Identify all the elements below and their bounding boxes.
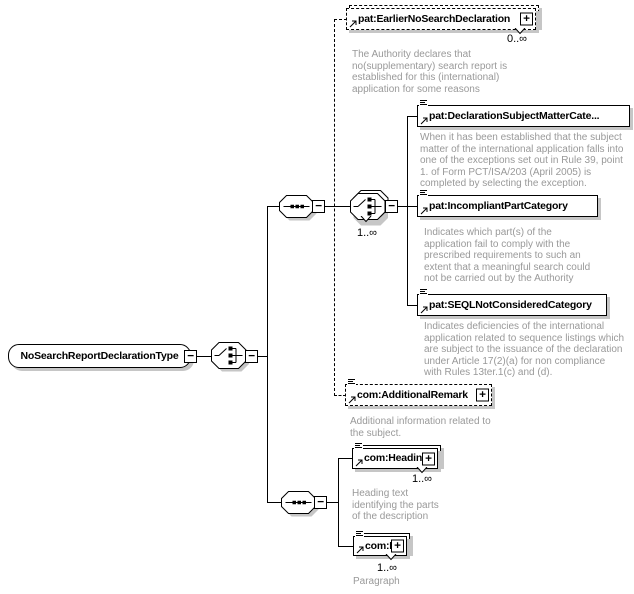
choice-icon — [350, 190, 389, 226]
element-reference-arrow-icon — [349, 19, 358, 28]
inner-choice-cardinality: 1..∞ — [356, 227, 378, 239]
element-earlier-no-search-declaration[interactable]: pat:EarlierNoSearchDeclaration + — [346, 5, 539, 35]
annotation-icon — [354, 442, 364, 453]
connector-bottom-branch-trunk — [338, 458, 339, 547]
connector-optional-trunk — [334, 19, 335, 396]
root-type-box[interactable]: NoSearchReportDeclarationType — [8, 344, 191, 368]
element-label: com:P — [365, 540, 397, 552]
choice-icon — [211, 342, 249, 372]
sequence-icon — [281, 491, 319, 517]
earlier-documentation: The Authority declares that no(supplemen… — [352, 49, 508, 95]
element-heading[interactable]: com:Heading + — [352, 442, 441, 474]
element-seql-not-considered-category[interactable]: pat:SEQLNotConsideredCategory — [417, 288, 607, 316]
connector-to-subject-matter — [407, 116, 417, 117]
connector-root-to-choice — [197, 356, 212, 357]
annotation-icon — [355, 530, 365, 541]
heading-documentation: Heading text identifying the parts of th… — [352, 488, 439, 522]
element-reference-arrow-icon — [420, 116, 429, 125]
annotation-icon — [347, 378, 357, 389]
element-label: com:Heading — [364, 453, 429, 464]
top-sequence-collapse-button[interactable]: − — [312, 200, 325, 213]
element-reference-arrow-icon — [420, 305, 429, 314]
multi-occurrence-chevron-icon — [416, 467, 428, 474]
additional-remark-documentation: Additional information related to the su… — [350, 416, 491, 439]
inner-choice-collapse-button[interactable]: − — [385, 200, 398, 213]
element-additional-remark[interactable]: com:AdditionalRemark + — [345, 378, 492, 406]
connector-sequence-to-inner-choice — [325, 206, 351, 207]
subject-matter-documentation: When it has been established that the su… — [420, 132, 624, 189]
connector-choice-to-trunk — [258, 356, 268, 357]
connector-to-top-sequence — [267, 206, 280, 207]
element-label: pat:IncompliantPartCategory — [429, 200, 568, 212]
expand-plus-icon[interactable]: + — [520, 12, 533, 26]
incompliant-documentation: Indicates which part(s) of the applicati… — [424, 227, 591, 284]
bottom-sequence-compositor[interactable] — [281, 491, 319, 517]
inner-choice-compositor[interactable] — [350, 190, 394, 226]
bottom-sequence-collapse-button[interactable]: − — [314, 496, 327, 509]
heading-cardinality: 1..∞ — [411, 473, 433, 485]
element-reference-arrow-icon — [348, 395, 357, 404]
earlier-cardinality: 0..∞ — [506, 33, 528, 45]
p-documentation: Paragraph — [353, 576, 400, 587]
expand-plus-icon[interactable]: + — [476, 388, 489, 402]
multi-occurrence-chevron-icon — [360, 216, 372, 223]
top-sequence-compositor[interactable] — [279, 195, 317, 221]
connector-to-seql — [407, 305, 417, 306]
expand-plus-icon[interactable]: + — [422, 452, 435, 465]
connector-to-bottom-sequence — [267, 502, 282, 503]
connector-to-earlier — [334, 19, 347, 20]
multi-occurrence-chevron-icon — [385, 554, 397, 561]
element-label: com:AdditionalRemark — [357, 389, 468, 401]
root-choice-collapse-button[interactable]: − — [245, 350, 258, 363]
root-choice-compositor[interactable] — [211, 342, 251, 373]
root-collapse-button[interactable]: − — [184, 350, 197, 363]
element-incompliant-part-category[interactable]: pat:IncompliantPartCategory — [417, 189, 598, 217]
multi-occurrence-chevron-icon — [514, 28, 526, 35]
element-declaration-subject-matter-category[interactable]: pat:DeclarationSubjectMatterCate... — [417, 99, 630, 127]
connector-to-p — [338, 546, 354, 547]
sequence-icon — [279, 195, 317, 221]
annotation-icon — [419, 189, 429, 200]
element-reference-arrow-icon — [420, 206, 429, 215]
connector-bottom-sequence-out — [327, 502, 339, 503]
annotation-icon — [419, 99, 429, 110]
expand-plus-icon[interactable]: + — [391, 539, 404, 553]
connector-main-trunk — [267, 206, 268, 503]
element-label: pat:DeclarationSubjectMatterCate... — [429, 110, 600, 122]
annotation-icon — [419, 288, 429, 299]
element-reference-arrow-icon — [356, 545, 365, 554]
element-label: pat:EarlierNoSearchDeclaration — [358, 13, 511, 25]
connector-to-additional-remark — [334, 395, 346, 396]
connector-choice-branch-trunk — [407, 116, 408, 306]
element-label: pat:SEQLNotConsideredCategory — [429, 299, 592, 311]
p-cardinality: 1..∞ — [376, 562, 398, 574]
seql-documentation: Indicates deficiencies of the internatio… — [424, 321, 625, 378]
connector-to-heading — [338, 458, 353, 459]
root-type-label: NoSearchReportDeclarationType — [20, 350, 179, 362]
element-reference-arrow-icon — [355, 458, 364, 467]
element-p[interactable]: com:P + — [353, 530, 410, 561]
